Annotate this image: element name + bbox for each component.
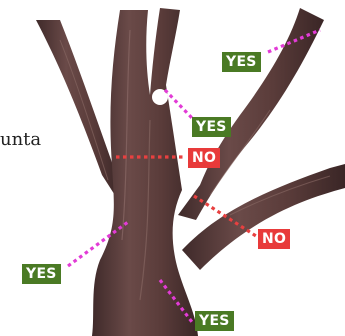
cut-line-yes-bottom [158,279,194,323]
cut-line-yes-lower-left [67,220,129,268]
yes-label-lower-left: YES [22,264,61,284]
tree-trunk [36,8,345,336]
partial-side-text: unta [0,129,42,150]
yes-label-top-right: YES [222,52,261,72]
yes-label-bottom: YES [195,311,234,331]
cut-line-no-right-branch [193,194,257,238]
yes-label-notch: YES [192,117,231,137]
no-label-right-branch: NO [258,229,291,249]
cut-line-yes-top-right [267,28,321,54]
no-label-trunk: NO [188,148,221,168]
cut-guide-lines [67,28,321,323]
